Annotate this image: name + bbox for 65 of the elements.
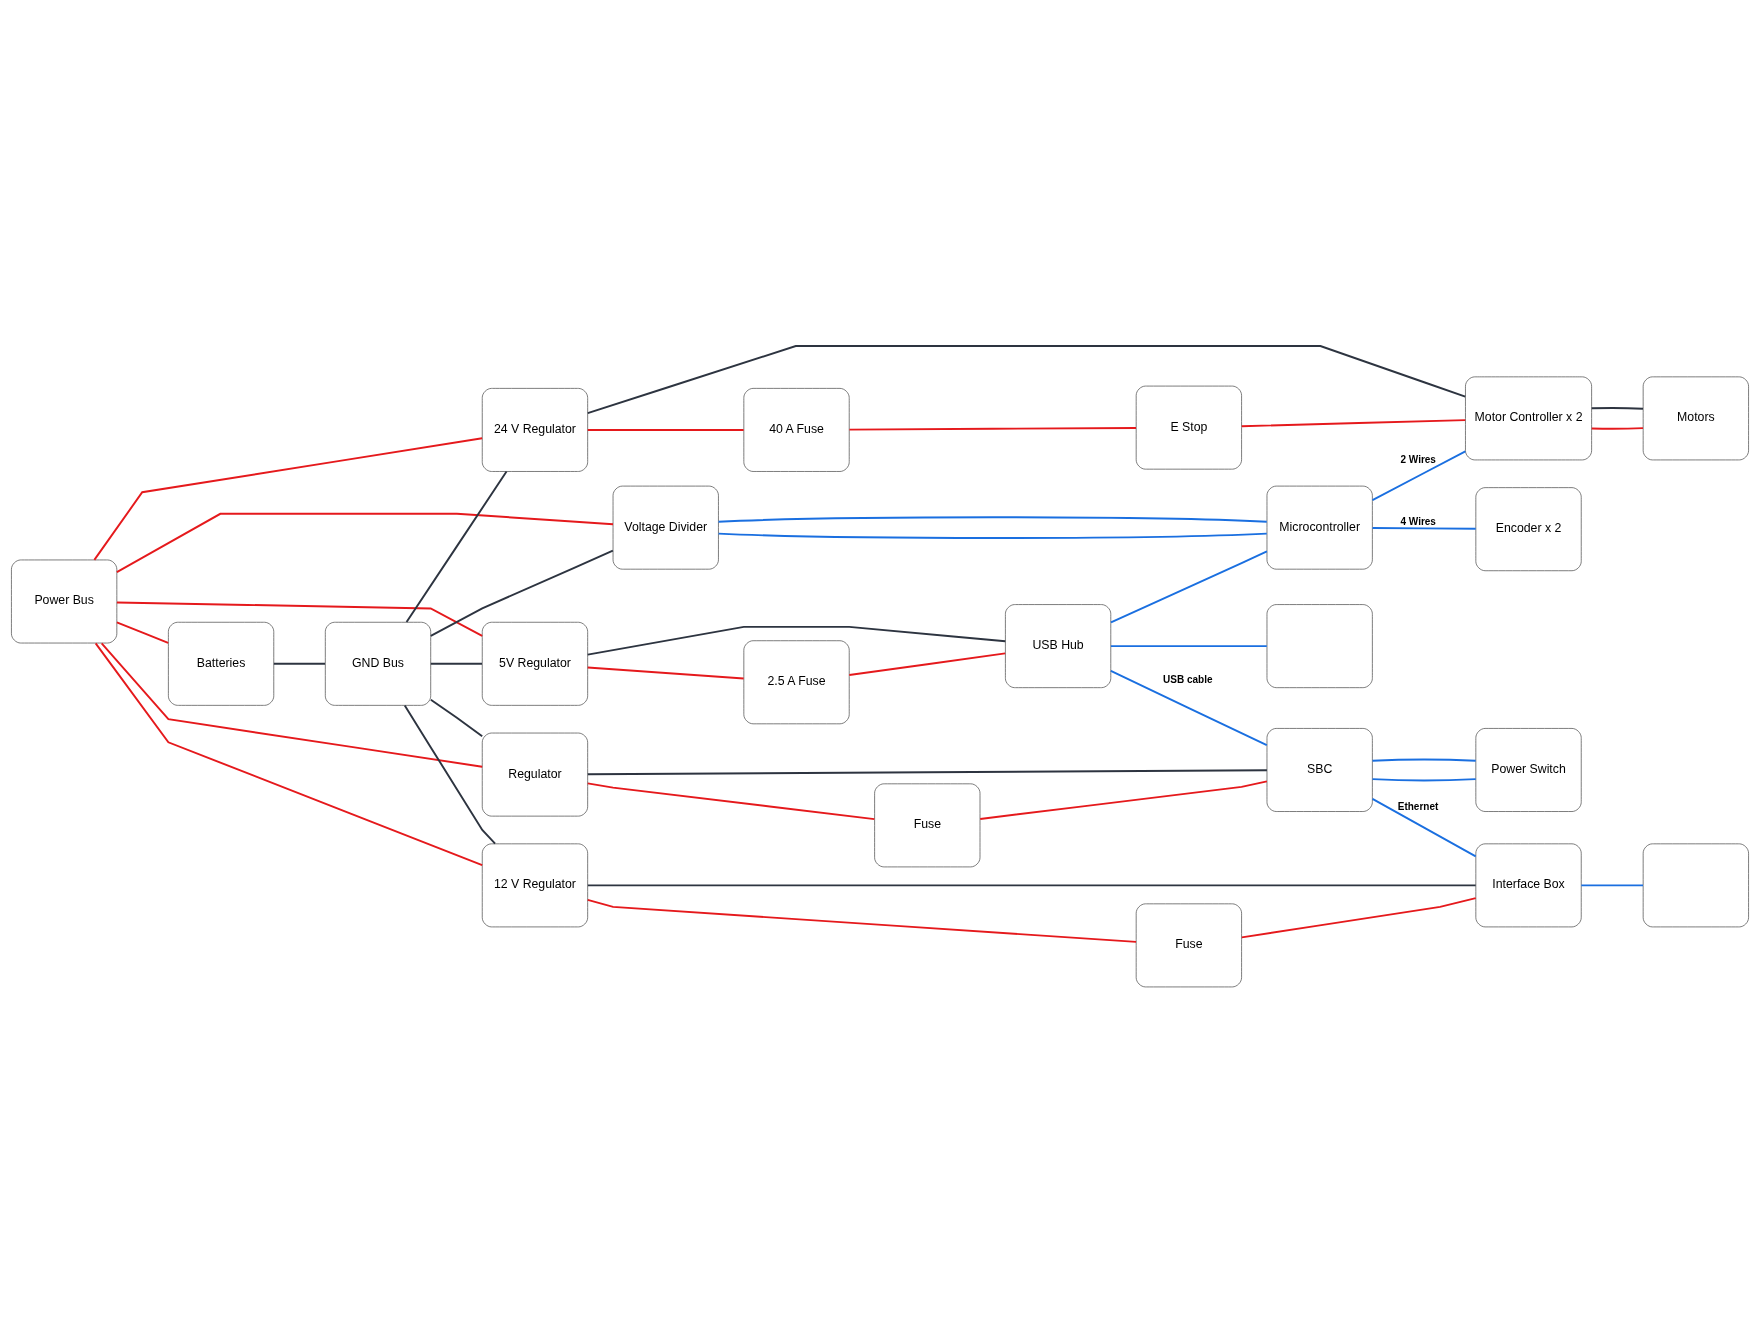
connector <box>93 436 484 561</box>
connector <box>586 768 1268 775</box>
connector <box>1371 758 1477 762</box>
connector <box>1240 418 1467 427</box>
node-box: SBC <box>1266 727 1373 812</box>
connector <box>403 704 497 845</box>
node-box: Motors <box>1642 375 1749 460</box>
connector <box>1590 426 1644 430</box>
node-box: Power Switch <box>1475 727 1582 812</box>
connector <box>717 515 1268 523</box>
connector <box>429 698 484 737</box>
connector <box>1240 896 1477 938</box>
node-box: Encoder x 2 <box>1475 486 1582 571</box>
edge-label: 4 Wires <box>1400 515 1436 527</box>
connector <box>429 549 614 637</box>
connector <box>94 641 484 866</box>
connector <box>1109 644 1268 647</box>
edge-label: USB cable <box>1163 673 1213 685</box>
node-box: Fuse <box>874 782 981 867</box>
node-box: Batteries <box>168 621 275 706</box>
connector <box>586 344 1467 414</box>
node-box <box>1266 603 1373 688</box>
node-box: USB Hub <box>1005 603 1112 688</box>
connector <box>405 470 508 623</box>
node-box: GND Bus <box>324 621 432 706</box>
node-box: 5V Regulator <box>481 621 589 706</box>
connector <box>586 666 745 680</box>
connector <box>1371 777 1477 781</box>
node-box: Power Bus <box>11 559 118 643</box>
connector <box>586 428 745 431</box>
connector <box>848 651 1007 676</box>
node-box: Regulator <box>481 732 589 816</box>
connector <box>717 532 1268 539</box>
node-box: Voltage Divider <box>612 485 719 570</box>
node-box: Motor Controller x 2 <box>1465 375 1592 460</box>
node-box: E Stop <box>1135 385 1242 470</box>
connector <box>429 662 483 665</box>
connector <box>586 625 1007 656</box>
node-box <box>1642 842 1749 927</box>
node-box: 40 A Fuse <box>743 387 850 472</box>
node-box: Interface Box <box>1475 842 1582 927</box>
connector <box>1110 550 1268 623</box>
node-box: 12 V Regulator <box>481 842 589 927</box>
node-box: 24 V Regulator <box>481 387 589 472</box>
connector <box>1109 669 1268 746</box>
connector <box>1371 449 1467 501</box>
connector <box>1580 883 1644 886</box>
edge-label: Ethernet <box>1397 800 1439 812</box>
connector <box>848 426 1137 431</box>
node-box: Microcontroller <box>1266 485 1373 570</box>
connector <box>979 779 1268 820</box>
edge-label: 2 Wires <box>1400 453 1436 465</box>
connector <box>586 781 876 820</box>
connector <box>1371 797 1477 857</box>
node-box: 2.5 A Fuse <box>743 639 850 724</box>
connector <box>586 898 1138 943</box>
connector <box>1590 406 1644 410</box>
connector <box>115 620 170 644</box>
connector <box>272 662 327 665</box>
node-box: Fuse <box>1135 902 1242 987</box>
connector <box>115 601 484 637</box>
connector <box>1371 526 1477 530</box>
connector <box>586 883 1477 886</box>
connector <box>100 641 484 768</box>
connector <box>115 512 614 573</box>
